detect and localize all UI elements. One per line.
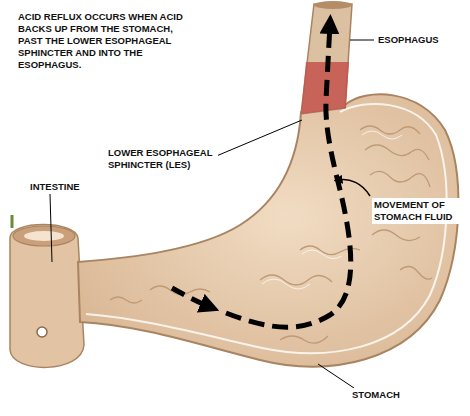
- intestine-vessel: [11, 215, 14, 228]
- part-label: LOWER ESOPHAGEAL SPHINCTER (LES): [106, 146, 218, 172]
- leader-lines: [50, 40, 374, 388]
- stomach-lining: [86, 104, 447, 353]
- flow-arrow: [172, 24, 351, 327]
- part-label: ESOPHAGUS: [376, 33, 456, 47]
- part-label: STOMACH: [350, 388, 420, 402]
- part-label: MOVEMENT OF STOMACH FLUID: [372, 198, 462, 224]
- intestine-opening: [13, 226, 75, 246]
- intestine-lining: [24, 231, 64, 241]
- esophagus-opening: [314, 1, 352, 9]
- stomach-shape: [78, 94, 458, 366]
- part-label: INTESTINE: [28, 180, 94, 194]
- intestine-shape: [10, 225, 84, 368]
- intestine-duct: [37, 327, 47, 337]
- note-text: ACID REFLUX OCCURS WHEN ACID BACKS UP FR…: [16, 10, 196, 72]
